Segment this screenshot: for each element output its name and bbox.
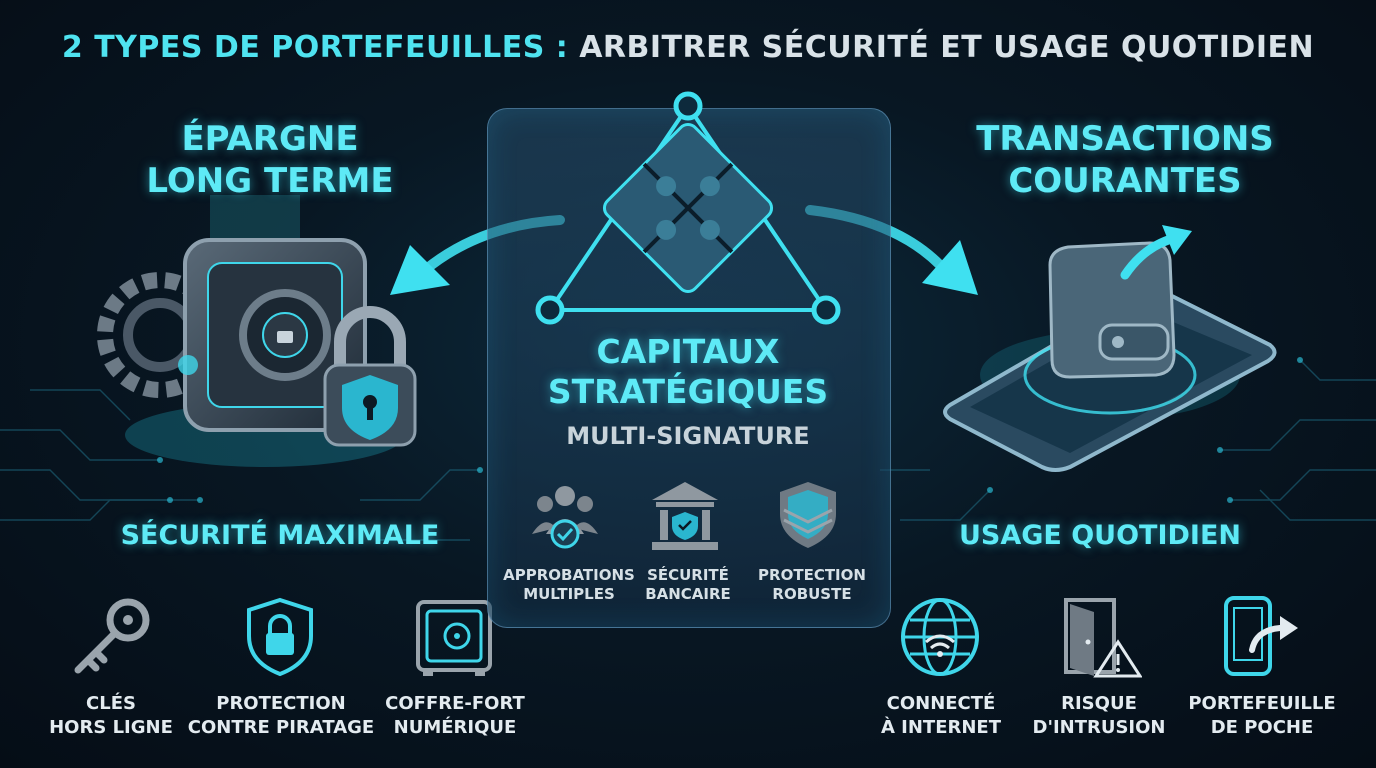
center-title-line1: CAPITAUX: [596, 332, 780, 371]
center-feature-2-line1: SÉCURITÉ: [647, 566, 729, 584]
right-feature-2-line1: RISQUE: [1061, 693, 1137, 714]
key-icon: [74, 598, 150, 674]
left-feature-2-line1: PROTECTION: [216, 693, 346, 714]
title-rest: ARBITRER SÉCURITÉ ET USAGE QUOTIDIEN: [579, 30, 1315, 65]
center-subtitle: MULTI-SIGNATURE: [566, 422, 810, 450]
layered-shield-icon: [780, 482, 836, 548]
center-feature-2-line2: BANCAIRE: [645, 585, 731, 603]
puzzle-icon: [602, 122, 774, 294]
bank-icon: [652, 482, 718, 550]
page-title: 2 TYPES DE PORTEFEUILLES : ARBITRER SÉCU…: [0, 30, 1376, 65]
right-title-line1: TRANSACTIONS: [976, 119, 1274, 159]
right-feature-2-line2: D'INTRUSION: [1032, 717, 1166, 738]
left-feature-3-line1: COFFRE-FORT: [385, 693, 525, 714]
center-feature-1-line2: MULTIPLES: [523, 585, 615, 603]
right-feature-3-line2: DE POCHE: [1210, 717, 1314, 738]
door-warning-icon: [1064, 598, 1142, 678]
center-feature-3-label: PROTECTION ROBUSTE: [748, 566, 876, 604]
center-feature-3-line1: PROTECTION: [758, 566, 866, 584]
right-feature-3-label: PORTEFEUILLE DE POCHE: [1180, 692, 1344, 740]
center-title: CAPITAUX STRATÉGIQUES: [487, 332, 889, 412]
left-feature-2-label: PROTECTION CONTRE PIRATAGE: [185, 692, 377, 740]
right-feature-1-line2: À INTERNET: [880, 717, 1002, 738]
center-feature-2-label: SÉCURITÉ BANCAIRE: [628, 566, 748, 604]
left-feature-1-line2: HORS LIGNE: [49, 717, 173, 738]
phone-wallet-illustration: [943, 225, 1277, 472]
left-title-line2: LONG TERME: [146, 161, 394, 201]
vault-lock-illustration: [97, 195, 417, 467]
left-feature-3-line2: NUMÉRIQUE: [393, 717, 517, 738]
phone-share-icon: [1224, 596, 1298, 676]
left-feature-1-line1: CLÉS: [86, 693, 136, 714]
right-title: TRANSACTIONS COURANTES: [950, 118, 1300, 202]
right-title-line2: COURANTES: [1008, 161, 1242, 201]
center-title-line2: STRATÉGIQUES: [547, 372, 829, 411]
left-title: ÉPARGNE LONG TERME: [100, 118, 440, 202]
left-feature-2-line2: CONTRE PIRATAGE: [187, 717, 375, 738]
center-feature-1-label: APPROBATIONS MULTIPLES: [502, 566, 636, 604]
right-feature-1-label: CONNECTÉ À INTERNET: [868, 692, 1014, 740]
left-feature-3-label: COFFRE-FORT NUMÉRIQUE: [380, 692, 530, 740]
left-feature-1-label: CLÉS HORS LIGNE: [40, 692, 182, 740]
center-feature-1-line1: APPROBATIONS: [503, 566, 635, 584]
safe-icon: [416, 600, 492, 676]
people-check-icon: [532, 486, 598, 549]
right-feature-3-line1: PORTEFEUILLE: [1188, 693, 1336, 714]
right-subtitle: USAGE QUOTIDIEN: [958, 520, 1242, 551]
shield-lock-icon: [247, 597, 313, 677]
title-accent: 2 TYPES DE PORTEFEUILLES :: [61, 30, 569, 65]
globe-wifi-icon: [901, 598, 979, 676]
left-subtitle: SÉCURITÉ MAXIMALE: [120, 520, 440, 551]
right-feature-2-label: RISQUE D'INTRUSION: [1022, 692, 1176, 740]
center-feature-3-line2: ROBUSTE: [772, 585, 852, 603]
right-feature-1-line1: CONNECTÉ: [886, 693, 996, 714]
puzzle-network-illustration: [535, 91, 841, 325]
wallet-icon: [1048, 241, 1176, 379]
padlock-icon: [323, 306, 417, 447]
left-title-line1: ÉPARGNE: [181, 119, 359, 159]
